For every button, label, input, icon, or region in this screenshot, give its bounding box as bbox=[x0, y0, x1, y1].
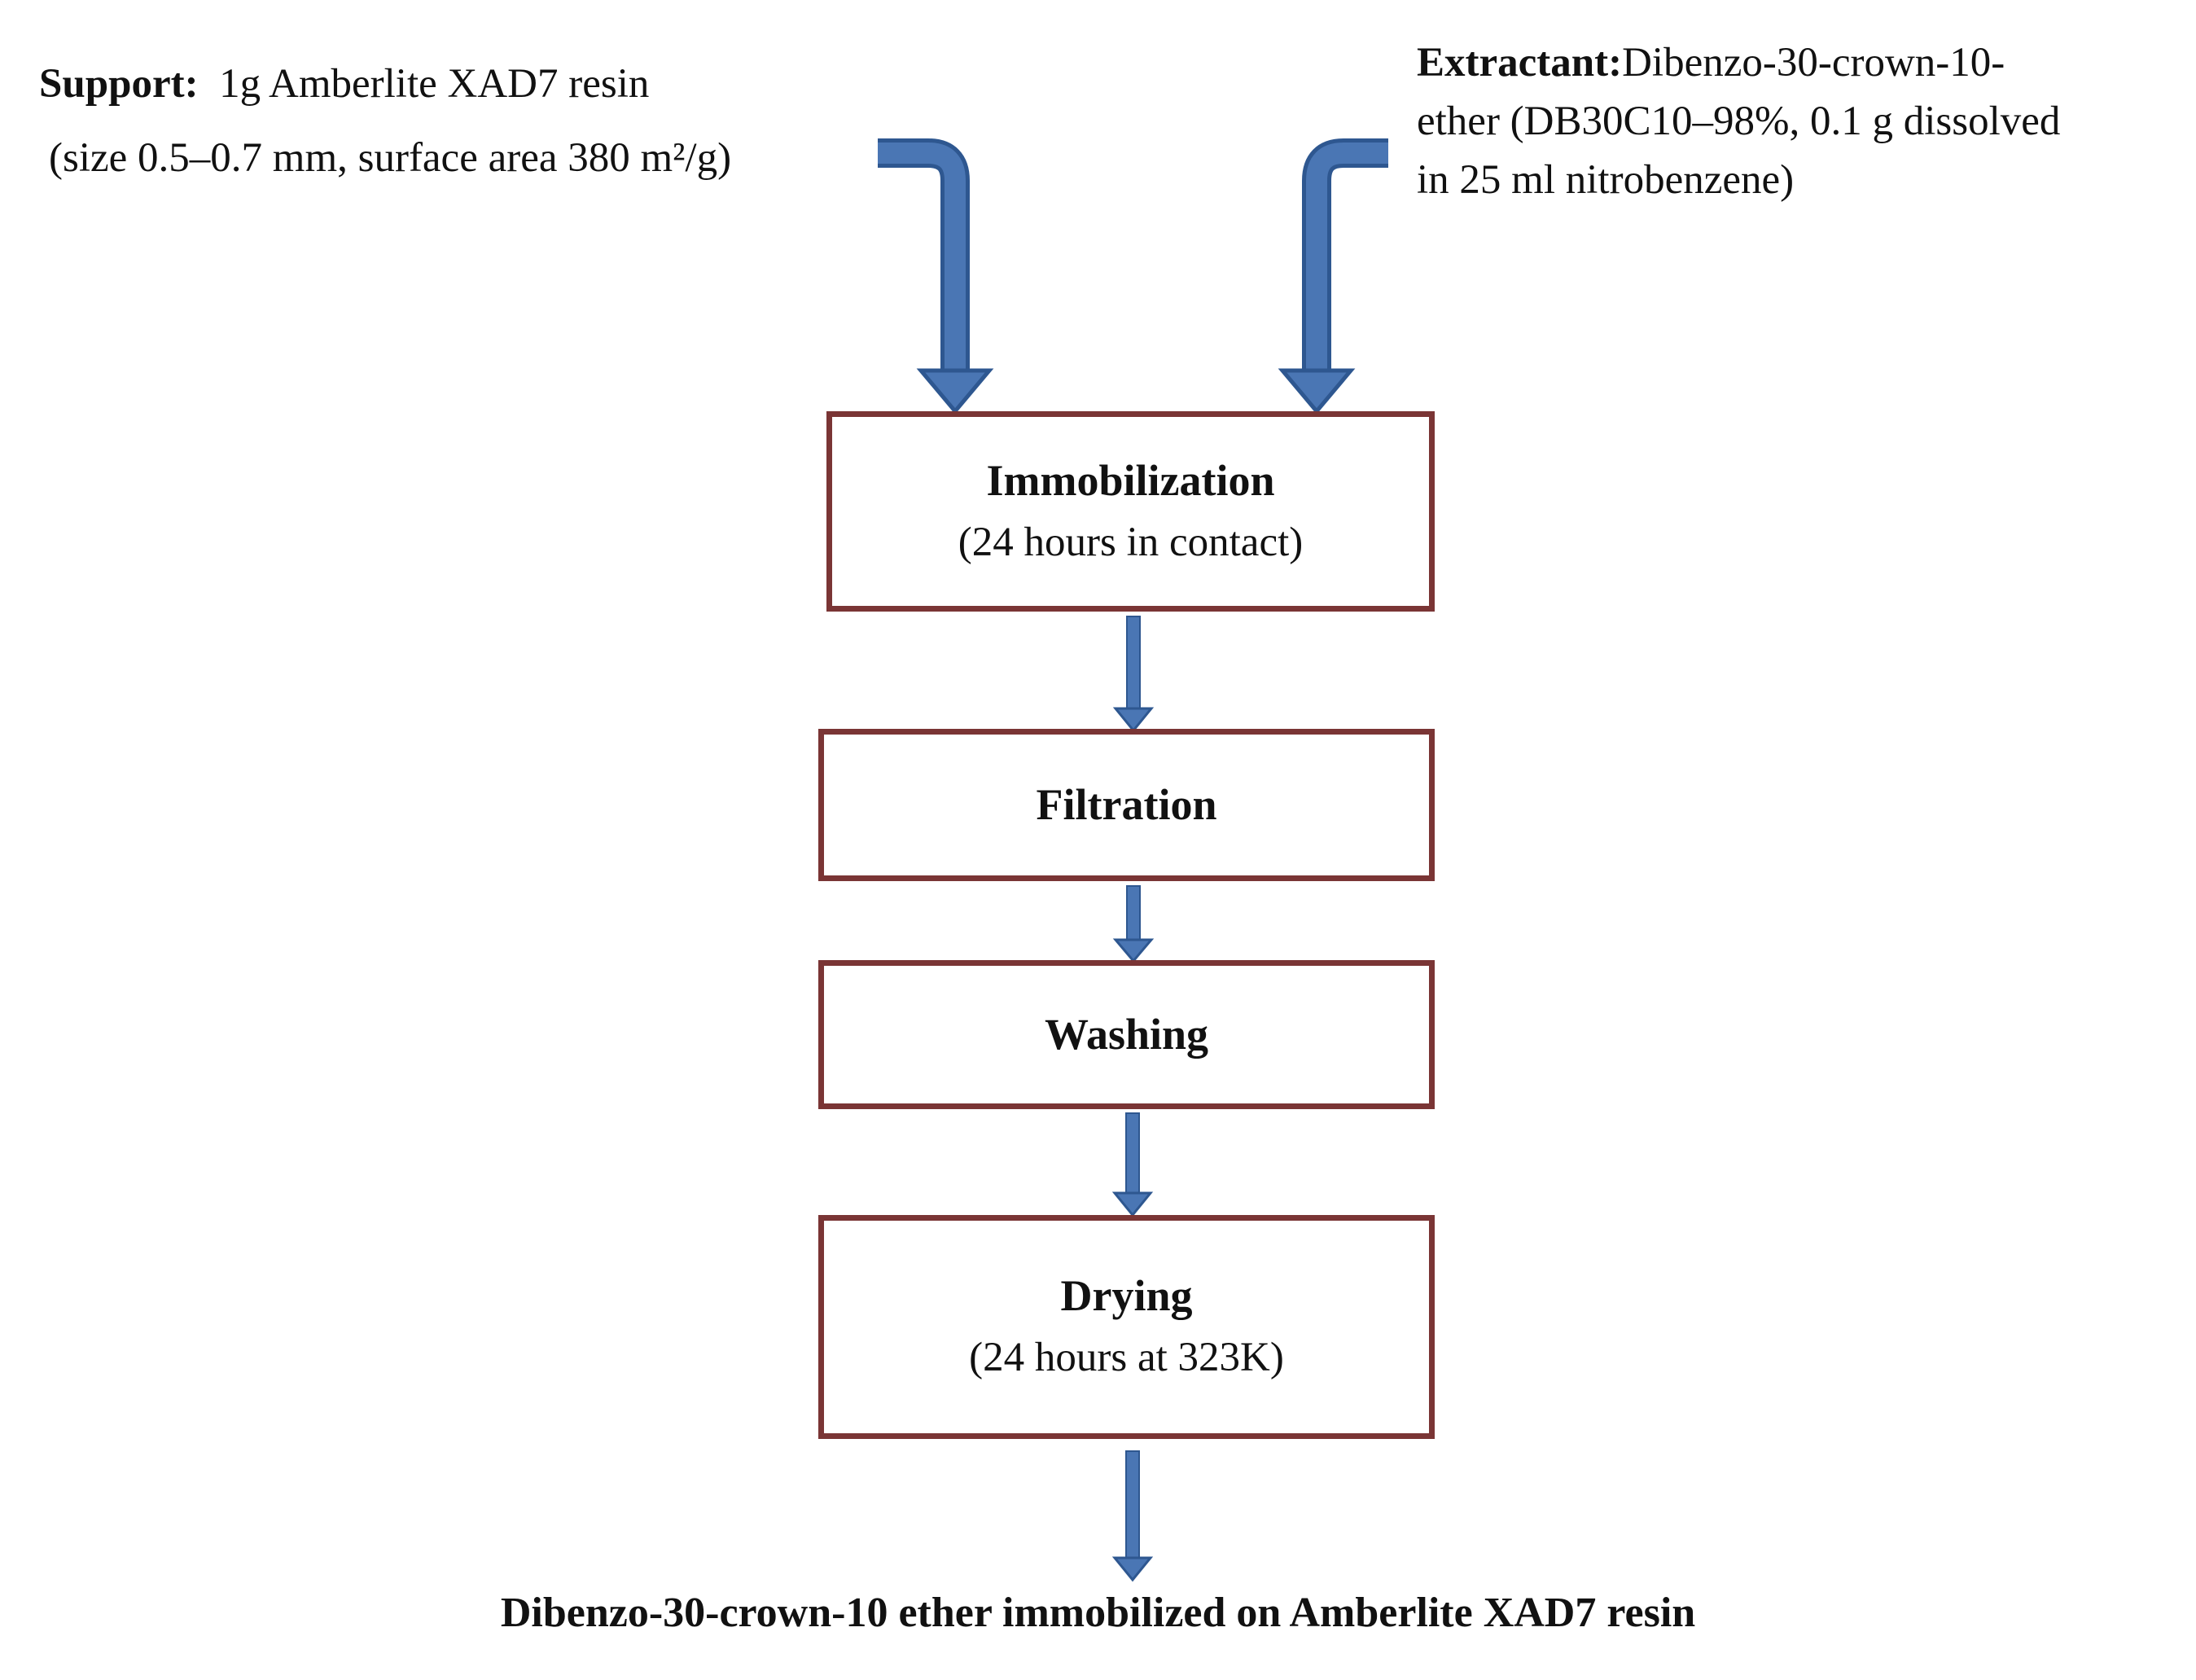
step-box-washing: Washing bbox=[818, 960, 1435, 1109]
step-title-filtration: Filtration bbox=[1036, 780, 1217, 830]
step-box-immobilization: Immobilization (24 hours in contact) bbox=[826, 411, 1435, 612]
step-title-immobilization: Immobilization bbox=[986, 455, 1275, 505]
extractant-name: Dibenzo-30-crown-10- bbox=[1622, 40, 2005, 86]
arrow-immobilization-to-filtration bbox=[1112, 616, 1155, 733]
extractant-line-3: in 25 ml nitrobenzene) bbox=[1417, 157, 1795, 203]
support-material: 1g Amberlite XAD7 resin bbox=[219, 61, 650, 107]
step-box-drying: Drying (24 hours at 323K) bbox=[818, 1215, 1435, 1439]
extractant-label: Extractant: bbox=[1417, 40, 1623, 86]
arrow-filtration-to-washing bbox=[1112, 885, 1155, 963]
support-line-2: (size 0.5–0.7 mm, surface area 380 m²/g) bbox=[49, 135, 732, 181]
support-input-arrow bbox=[878, 138, 994, 415]
support-text: Support: 1g Amberlite XAD7 resin (size 0… bbox=[39, 64, 731, 179]
step-subtitle-immobilization: (24 hours in contact) bbox=[958, 519, 1304, 565]
extractant-input-arrow bbox=[1278, 138, 1388, 415]
arrow-drying-to-output bbox=[1111, 1450, 1154, 1582]
extractant-line-1: Extractant:Dibenzo-30-crown-10- bbox=[1417, 42, 2060, 84]
output-product: Dibenzo-30-crown-10 ether immobilized on… bbox=[500, 1590, 1696, 1636]
extractant-line-2: ether (DB30C10–98%, 0.1 g dissolved bbox=[1417, 99, 2061, 144]
step-title-washing: Washing bbox=[1044, 1010, 1209, 1059]
step-box-filtration: Filtration bbox=[818, 729, 1435, 881]
support-line-1: Support: 1g Amberlite XAD7 resin bbox=[39, 64, 731, 105]
step-title-drying: Drying bbox=[1060, 1271, 1193, 1321]
support-label: Support: bbox=[39, 61, 199, 107]
extractant-text: Extractant:Dibenzo-30-crown-10- ether (D… bbox=[1417, 42, 2060, 201]
arrow-washing-to-drying bbox=[1111, 1112, 1154, 1217]
step-subtitle-drying: (24 hours at 323K) bbox=[969, 1335, 1284, 1381]
